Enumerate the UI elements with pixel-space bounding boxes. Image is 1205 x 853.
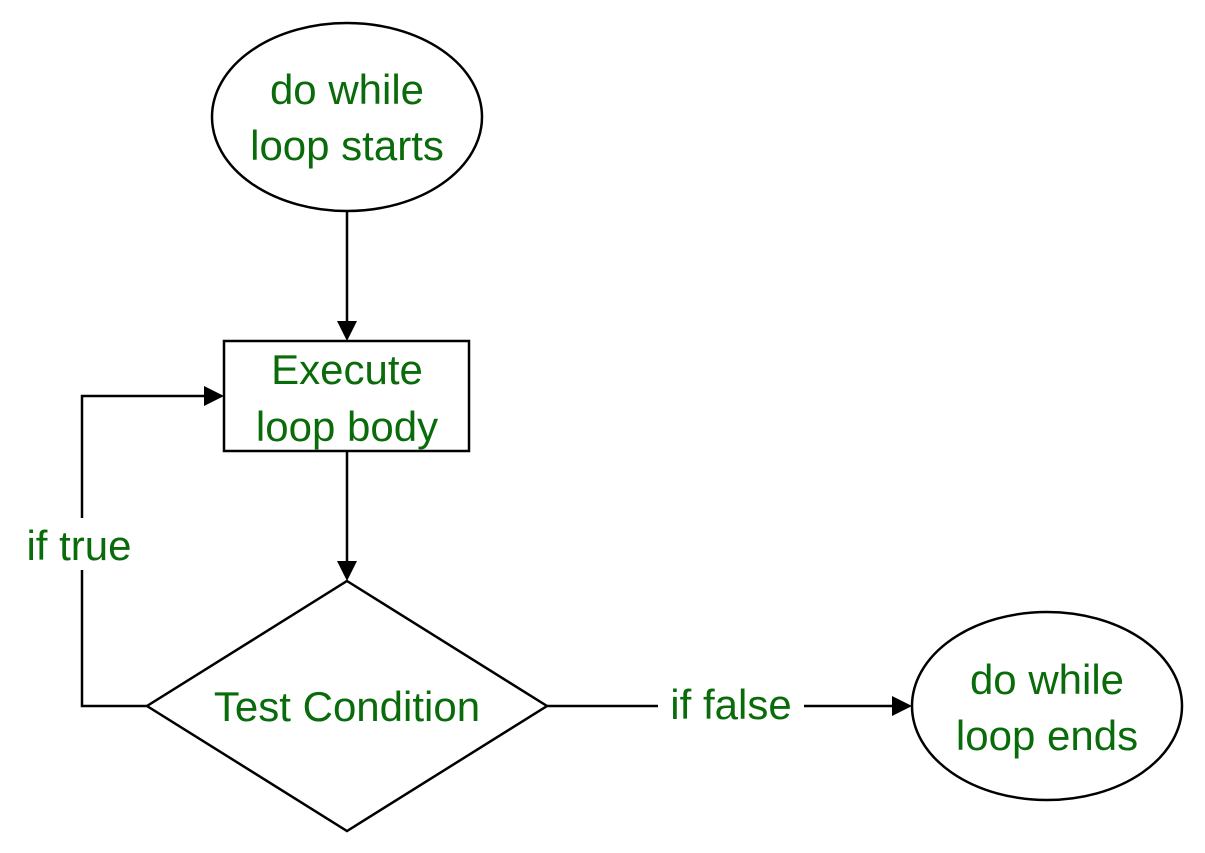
edge-condition-false-to-end: if false (547, 680, 912, 732)
start-ellipse (210, 21, 484, 213)
edge-start-to-body (337, 211, 357, 341)
arrowhead-right-icon (892, 696, 912, 716)
node-loop-body: Execute loop body (222, 339, 471, 453)
end-label-line2: loop ends (956, 712, 1138, 759)
loop-body-label-line2: loop body (256, 403, 438, 450)
edge-label-if-false: if false (670, 681, 791, 728)
start-label-line1: do while (270, 66, 424, 113)
arrowhead-down-icon (337, 561, 357, 581)
arrowhead-right-icon (204, 386, 224, 406)
node-start: do while loop starts (210, 21, 484, 213)
arrowhead-down-icon (337, 321, 357, 341)
end-label-line1: do while (970, 656, 1124, 703)
node-test-condition: Test Condition (144, 579, 550, 833)
edge-body-to-condition (337, 451, 357, 581)
test-condition-label: Test Condition (214, 683, 480, 730)
node-end: do while loop ends (910, 610, 1184, 802)
end-ellipse (910, 610, 1184, 802)
loop-body-rect (222, 339, 471, 453)
test-condition-diamond (144, 579, 550, 833)
loop-body-label-line1: Execute (271, 346, 423, 393)
edge-label-if-true: if true (26, 522, 131, 569)
start-label-line2: loop starts (250, 122, 444, 169)
edge-condition-true-to-body: if true (16, 386, 224, 708)
